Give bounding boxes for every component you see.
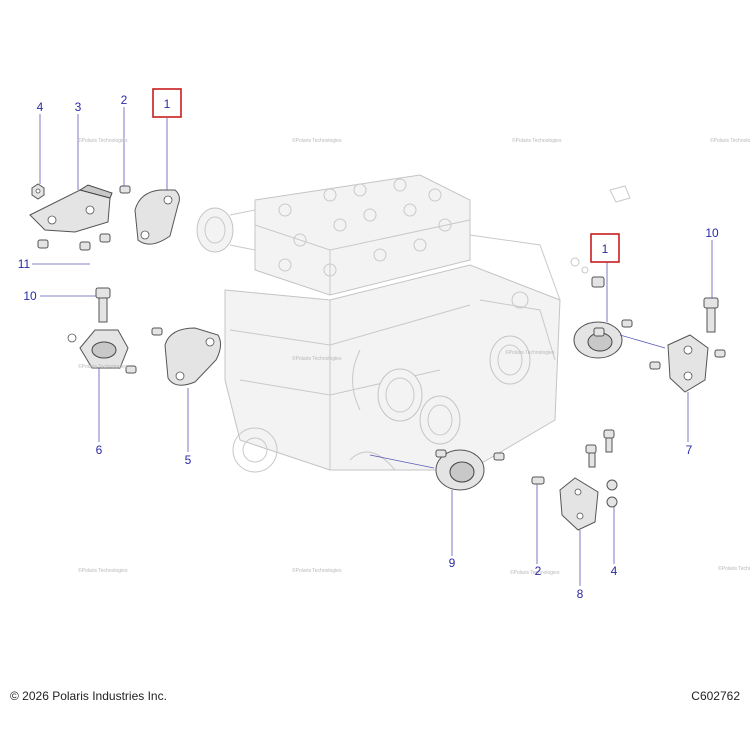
drawing-number: C602762	[691, 689, 740, 703]
watermark: ©Polaris Technologies	[78, 363, 128, 370]
watermark: ©Polaris Technologies	[512, 137, 562, 144]
watermark: ©Polaris Technologies	[292, 137, 342, 144]
callout-1-left: 1	[164, 97, 171, 111]
callout-4-bottom: 4	[611, 564, 618, 578]
callout-2-bottom: 2	[535, 564, 542, 578]
watermark: ©Polaris Technologies	[710, 137, 750, 144]
callout-labels: 1 1 2 2 3 4 4 5 6 7 8 9 10 10 11	[18, 93, 719, 601]
callout-11: 11	[18, 257, 31, 271]
callout-6: 6	[96, 443, 103, 457]
mount-plate-part-5	[151, 327, 222, 386]
callout-3: 3	[75, 100, 82, 114]
watermark: ©Polaris Technologies	[78, 137, 128, 144]
bolts-part-11	[37, 233, 111, 251]
nut-part-4-left	[31, 183, 45, 200]
callout-10-right: 10	[705, 226, 719, 240]
callout-10-left: 10	[23, 289, 37, 303]
watermark: ©Polaris Technologies	[510, 569, 560, 576]
watermarks: ©Polaris Technologies ©Polaris Technolog…	[78, 137, 750, 576]
callout-box-1-left	[152, 88, 182, 118]
bolt-part-10-left	[95, 287, 111, 323]
engine-block-outline	[196, 174, 631, 473]
callout-4-left: 4	[37, 100, 44, 114]
callout-box-1-right	[590, 233, 620, 263]
bolt-part-2-bottom	[531, 476, 545, 485]
bolt-part-2-left	[119, 185, 131, 194]
engine-mount-plate-part-1-left	[134, 189, 180, 245]
engine-mount-part-1-right	[573, 276, 661, 370]
callout-7: 7	[686, 443, 693, 457]
nuts-part-4-bottom	[606, 479, 618, 508]
callout-2-top: 2	[121, 93, 128, 107]
watermark: ©Polaris Technologies	[718, 565, 750, 572]
copyright-text: © 2026 Polaris Industries Inc.	[10, 689, 167, 703]
mount-bracket-part-7	[667, 334, 726, 393]
bracket-part-3	[29, 184, 113, 233]
callout-8: 8	[577, 587, 584, 601]
leader-lines	[32, 107, 713, 586]
engine-mount-part-9	[435, 449, 505, 491]
mount-plate-part-8	[559, 429, 615, 531]
callout-5: 5	[185, 453, 192, 467]
mount-bracket-part-6	[67, 329, 137, 374]
callout-9: 9	[449, 556, 456, 570]
watermark: ©Polaris Technologies	[292, 567, 342, 574]
watermark: ©Polaris Technologies	[505, 349, 555, 356]
watermark: ©Polaris Technologies	[78, 567, 128, 574]
callout-1-right: 1	[602, 242, 609, 256]
bolt-part-10-right	[703, 297, 719, 333]
watermark: ©Polaris Technologies	[292, 355, 342, 362]
